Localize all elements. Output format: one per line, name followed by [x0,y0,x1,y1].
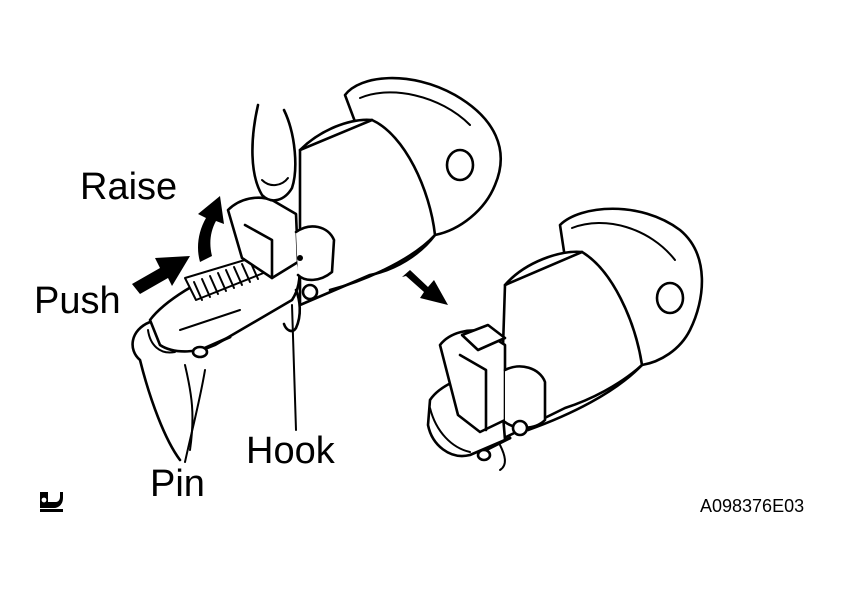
raise-arrow [198,196,224,262]
hand [131,103,297,462]
right-cylinder-assembly [426,207,704,471]
removal-arrow [402,270,448,305]
pin-label: Pin [150,463,205,505]
key-serration [184,255,267,301]
hook [282,283,319,333]
left-cylinder-assembly [131,76,502,463]
toyota-service-mark-icon [40,492,63,512]
push-label: Push [34,280,121,322]
pin [191,335,232,359]
figure-code: A098376E03 [700,496,805,516]
hook-label: Hook [246,430,335,472]
push-arrow [132,256,190,294]
raise-label: Raise [80,166,178,208]
